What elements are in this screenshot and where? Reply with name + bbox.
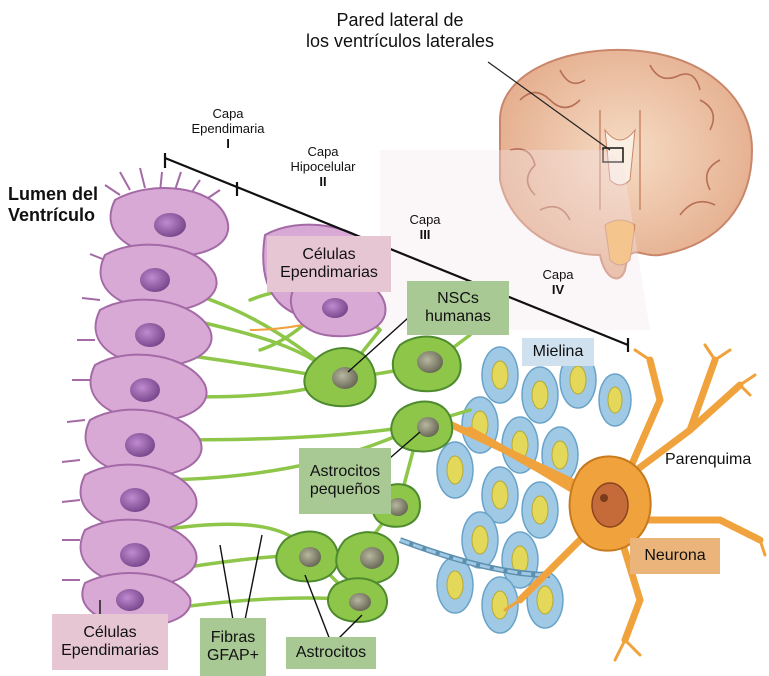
ependymal-cells-top-box: Células Ependimarias (267, 236, 391, 292)
layer-3-word: Capa (409, 212, 440, 227)
layer-2-word: Capa (307, 144, 338, 159)
layer-2-name: Hipocelular (290, 159, 355, 174)
parenquima-label: Parenquima (665, 451, 765, 469)
ependymal-top-line2: Ependimarias (280, 264, 378, 282)
nscs-box: NSCs humanas (407, 281, 509, 335)
layer-2-roman: II (278, 175, 368, 190)
layer-3-roman: III (395, 228, 455, 243)
astrocytes-box: Astrocitos (286, 637, 376, 669)
gfap-line2: GFAP+ (207, 647, 259, 665)
small-astrocytes-line1: Astrocitos (310, 463, 380, 481)
nscs-line2: humanas (425, 308, 491, 326)
small-astrocytes-line2: pequeños (310, 481, 380, 499)
small-astrocytes-box: Astrocitos pequeños (299, 448, 391, 514)
lumen-label: Lumen del Ventrículo (8, 184, 128, 225)
brain-title-line2: los ventrículos laterales (306, 31, 494, 51)
gfap-fibers-box: Fibras GFAP+ (200, 618, 266, 676)
layer-1-label: Capa Ependimaria I (183, 107, 273, 152)
lumen-line2: Ventrículo (8, 205, 95, 225)
ependymal-top-line1: Células (302, 246, 355, 264)
ependymal-bottom-line1: Células (83, 624, 136, 642)
layer-1-roman: I (183, 137, 273, 152)
layer-2-label: Capa Hipocelular II (278, 145, 368, 190)
layer-4-label: Capa IV (528, 268, 588, 298)
mielina-box: Mielina (522, 338, 594, 366)
ependymal-bottom-line2: Ependimarias (61, 642, 159, 660)
lumen-line1: Lumen del (8, 184, 98, 204)
layer-1-word: Capa (212, 106, 243, 121)
brain-title-line1: Pared lateral de (336, 10, 463, 30)
ependymal-cells-bottom-box: Células Ependimarias (52, 614, 168, 670)
neurona-box: Neurona (630, 538, 720, 574)
gfap-line1: Fibras (211, 629, 255, 647)
brain-title: Pared lateral de los ventrículos lateral… (300, 10, 500, 51)
layer-3-label: Capa III (395, 213, 455, 243)
layer-4-roman: IV (528, 283, 588, 298)
layer-1-name: Ependimaria (192, 121, 265, 136)
layer-4-word: Capa (542, 267, 573, 282)
nscs-line1: NSCs (437, 290, 479, 308)
